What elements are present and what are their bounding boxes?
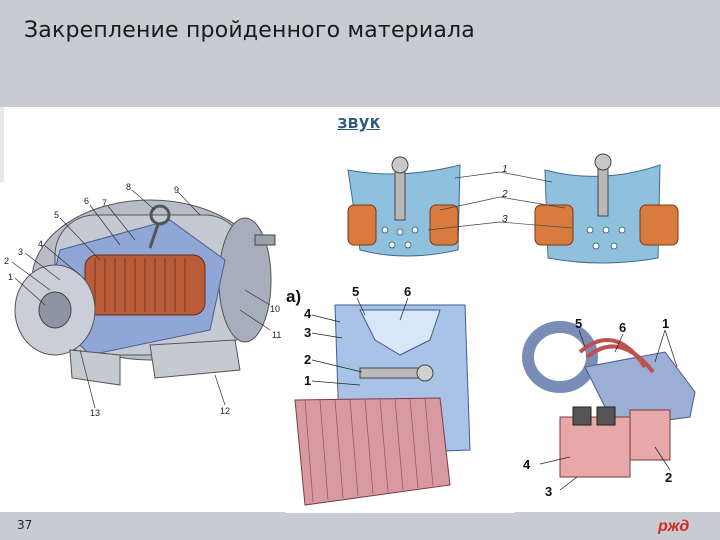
motor-label-2: 2 <box>4 256 9 266</box>
motor-label-9: 9 <box>174 185 179 195</box>
brush-label-3: 3 <box>545 484 552 499</box>
left-decor-stripe <box>0 107 4 182</box>
pole-label-5: 5 <box>352 284 359 299</box>
motor-label-8: 8 <box>126 182 131 192</box>
motor-label-10: 10 <box>270 304 280 314</box>
section-label-3: 3 <box>502 214 508 225</box>
pole-panel-label: а) <box>286 287 301 306</box>
motor-cutaway-illustration: 1 2 3 4 5 6 7 8 9 10 11 12 13 <box>4 182 281 418</box>
page-number: 37 <box>17 518 33 532</box>
pole-cross-section-illustration: 1 2 3 <box>347 153 679 264</box>
motor-label-13: 13 <box>90 408 100 418</box>
pole-label-6: 6 <box>404 284 411 299</box>
section-label-2: 2 <box>501 189 508 200</box>
brush-label-4: 4 <box>523 457 531 472</box>
rzd-logo: ржд <box>657 518 689 534</box>
motor-label-6: 6 <box>84 196 89 206</box>
footer-divider <box>285 511 515 513</box>
motor-label-11: 11 <box>272 330 281 340</box>
rzd-logo-text: ржд <box>657 518 689 534</box>
motor-label-3: 3 <box>18 247 23 257</box>
motor-label-12: 12 <box>220 406 230 416</box>
sound-link[interactable]: звук <box>337 112 381 133</box>
brush-holder-illustration: 5 6 1 4 2 3 <box>522 316 696 499</box>
brush-label-1: 1 <box>662 316 669 331</box>
pole-label-3: 3 <box>304 325 311 340</box>
pole-label-2: 2 <box>304 352 311 367</box>
slide-title: Закрепление пройденного материала <box>24 18 475 43</box>
motor-label-5: 5 <box>54 210 59 220</box>
pole-winding-illustration: а) 5 6 4 3 2 1 <box>286 284 471 506</box>
pole-label-4: 4 <box>304 306 312 321</box>
slide-footer <box>0 512 720 540</box>
motor-label-7: 7 <box>102 198 107 208</box>
brush-label-6: 6 <box>619 320 626 335</box>
pole-label-1: 1 <box>304 373 311 388</box>
brush-label-2: 2 <box>665 470 672 485</box>
motor-label-4: 4 <box>38 239 43 249</box>
brush-label-5: 5 <box>575 316 582 331</box>
motor-label-1: 1 <box>8 272 13 282</box>
slide-header <box>0 0 720 107</box>
section-label-1: 1 <box>502 164 508 175</box>
